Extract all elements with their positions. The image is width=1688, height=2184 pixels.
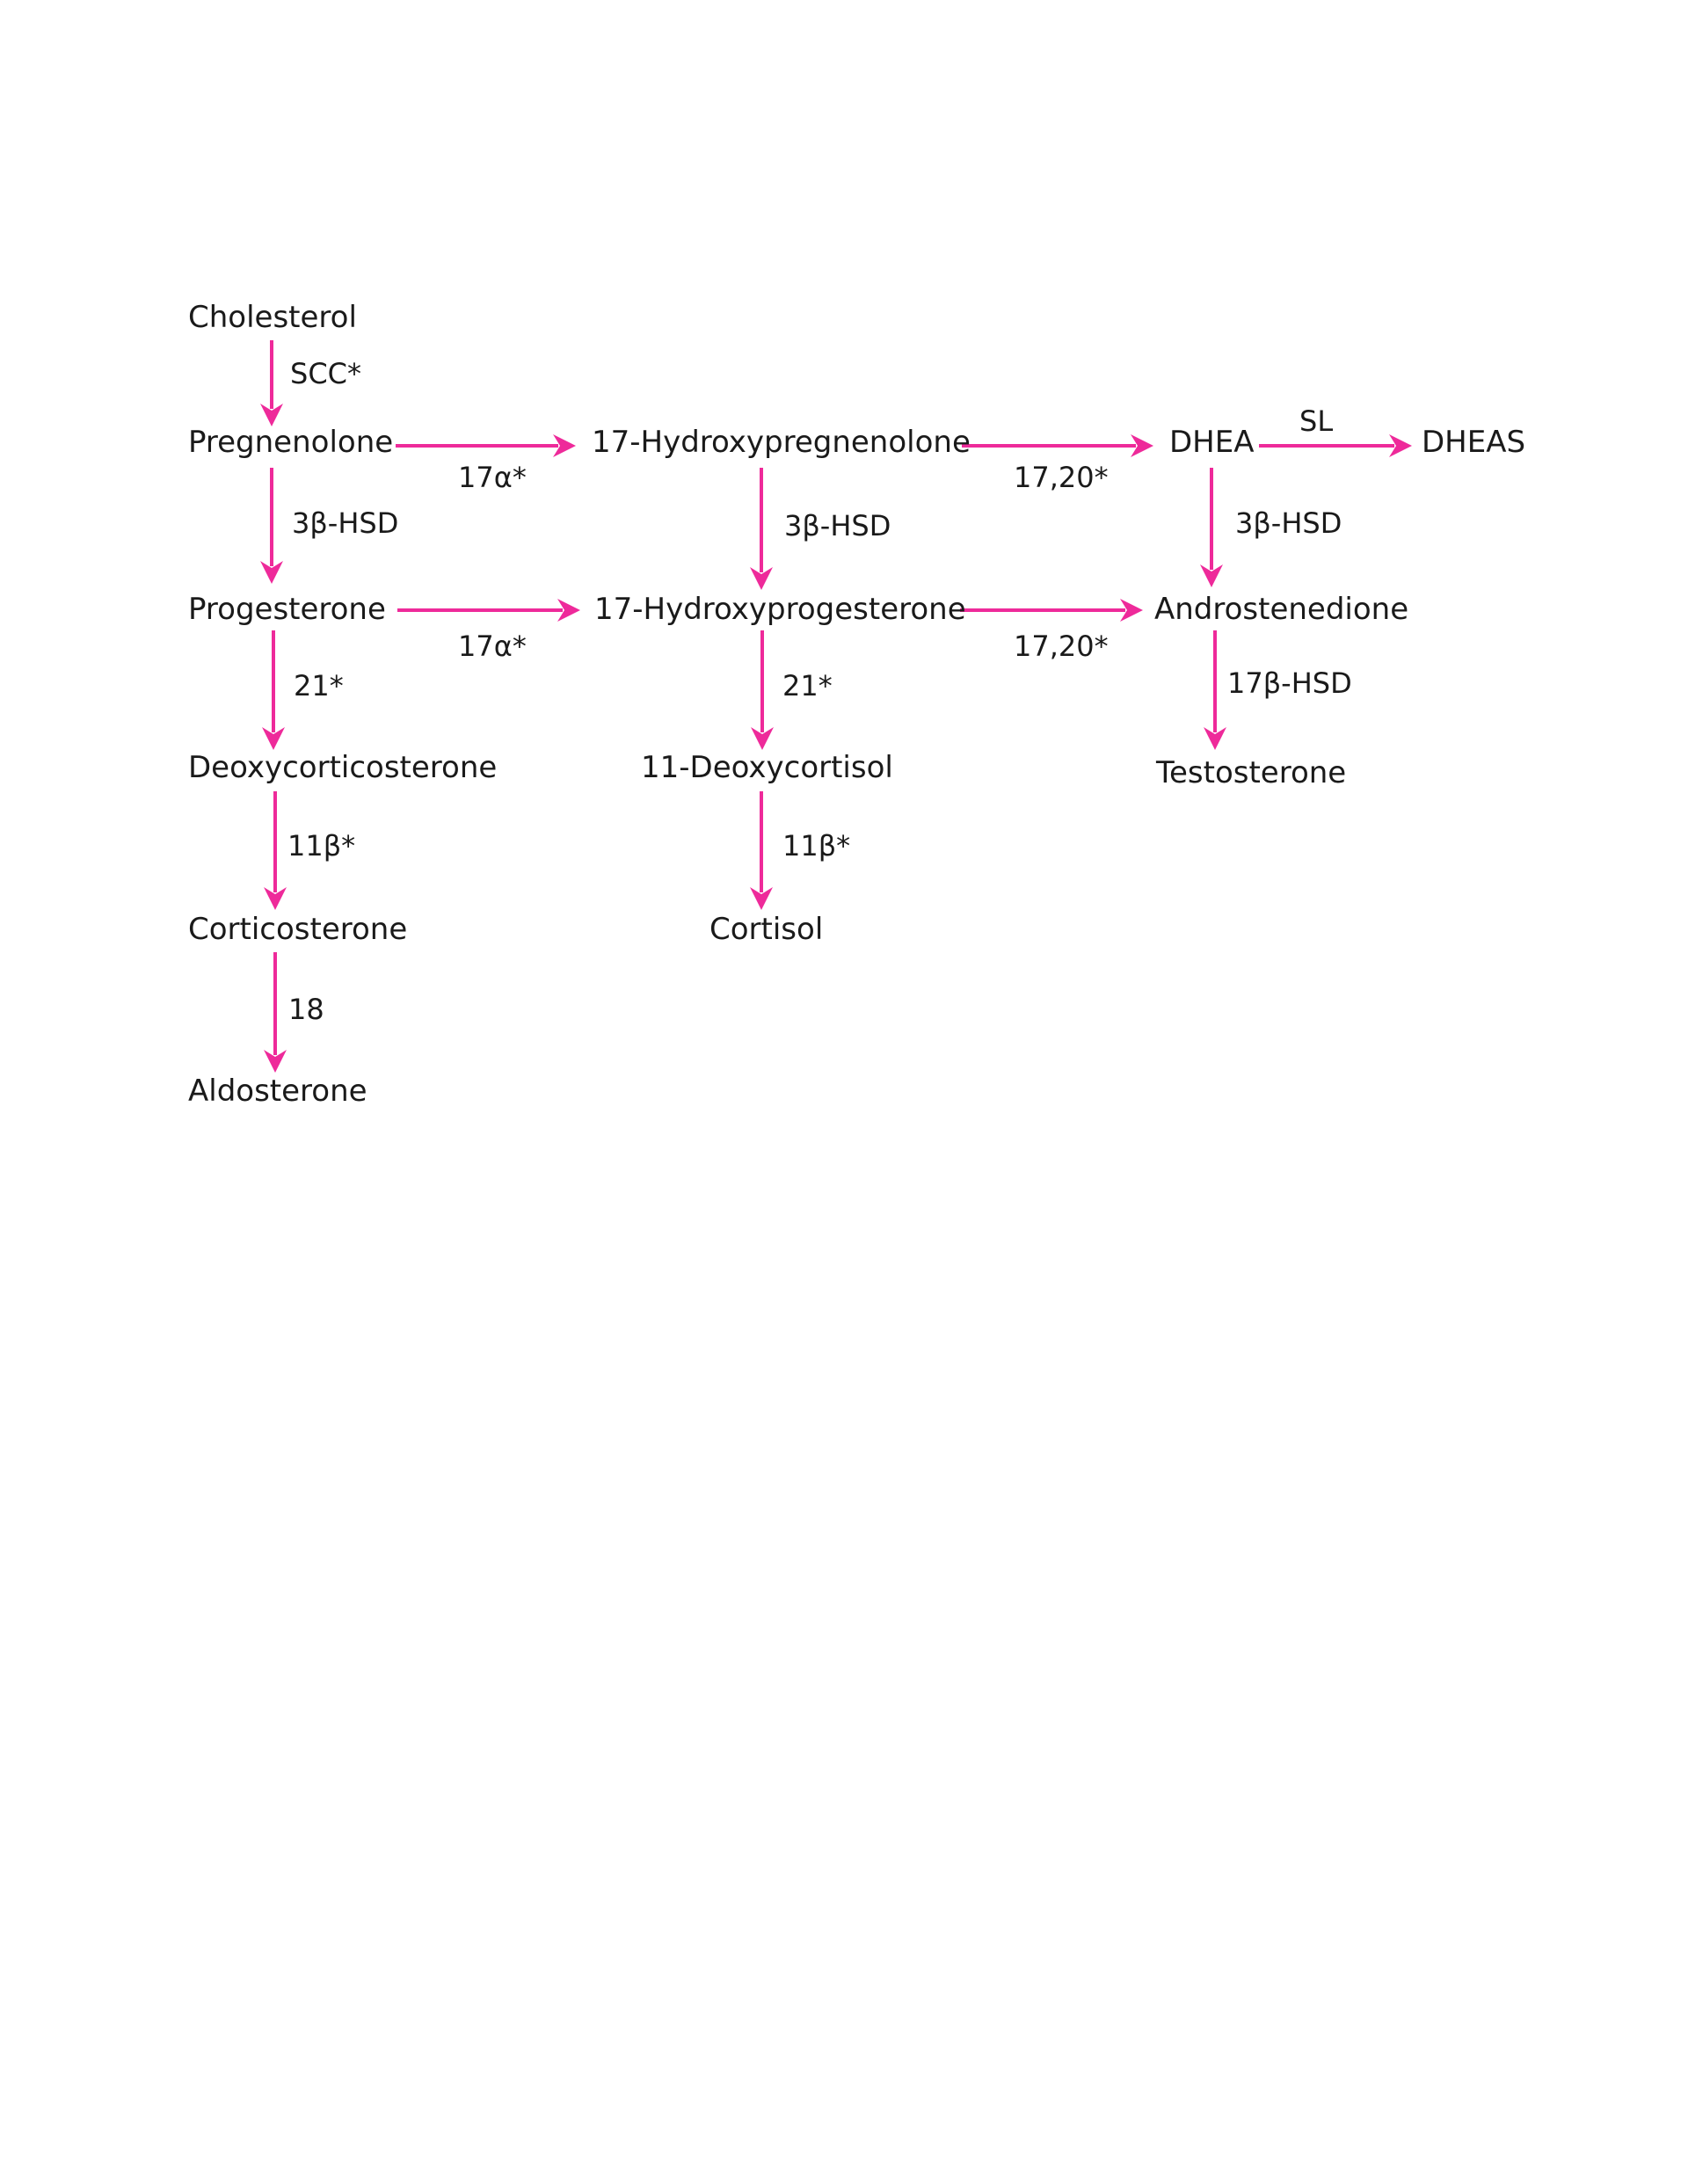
enzyme-label-11beta-left: 11β* (287, 829, 355, 863)
compound-androstenedione: Androstenedione (1154, 592, 1408, 627)
arrow-17-hydroxypregnenolone-to-dhea (962, 434, 1153, 457)
enzyme-label-11beta-middle: 11β* (782, 829, 850, 863)
arrow-dhea-to-androstenedione-head (1200, 564, 1223, 587)
enzyme-label-17-20-top: 17,20* (1014, 461, 1109, 494)
arrow-17-hydroxypregnenolone-to-17-hydroxyprogesterone-head (750, 567, 773, 590)
enzyme-label-17-20-bottom: 17,20* (1014, 630, 1109, 663)
arrow-cholesterol-to-pregnenolone-head (260, 404, 283, 426)
arrow-progesterone-to-17-hydroxyprogesterone (397, 599, 580, 622)
compound-cortisol: Cortisol (709, 912, 823, 947)
compound-corticosterone: Corticosterone (188, 912, 407, 947)
enzyme-label-3beta-hsd-right: 3β-HSD (1235, 506, 1342, 540)
enzyme-label-21-left: 21* (294, 669, 344, 703)
arrow-corticosterone-to-aldosterone-head (264, 1050, 287, 1073)
arrow-progesterone-to-deoxycorticosterone (262, 630, 285, 750)
compound-dheas: DHEAS (1422, 425, 1525, 460)
arrow-androstenedione-to-testosterone-head (1204, 727, 1226, 750)
enzyme-label-sl: SL (1299, 404, 1333, 438)
arrow-deoxycorticosterone-to-corticosterone-head (264, 887, 287, 910)
arrow-17-hydroxyprogesterone-to-11-deoxycortisol (751, 630, 774, 750)
arrow-progesterone-to-deoxycorticosterone-head (262, 727, 285, 750)
compound-cholesterol: Cholesterol (188, 300, 357, 335)
enzyme-label-18: 18 (288, 993, 324, 1026)
arrow-pregnenolone-to-progesterone-head (260, 561, 283, 584)
compound-11-deoxycortisol: 11-Deoxycortisol (641, 750, 893, 785)
arrow-17-hydroxyprogesterone-to-11-deoxycortisol-head (751, 727, 774, 750)
arrow-dhea-to-dheas-head (1389, 434, 1412, 457)
arrow-deoxycorticosterone-to-corticosterone (264, 791, 287, 910)
compound-pregnenolone: Pregnenolone (188, 425, 393, 460)
enzyme-label-17alpha-top: 17α* (458, 461, 527, 494)
enzyme-label-3beta-hsd-left: 3β-HSD (292, 506, 398, 540)
compound-17-hydroxyprogesterone: 17-Hydroxyprogesterone (594, 592, 966, 627)
enzyme-label-scc: SCC* (290, 357, 361, 390)
arrow-progesterone-to-17-hydroxyprogesterone-head (557, 599, 580, 622)
compound-17-hydroxypregnenolone: 17-Hydroxypregnenolone (592, 425, 971, 460)
arrow-11-deoxycortisol-to-cortisol (750, 791, 773, 910)
arrow-androstenedione-to-testosterone (1204, 630, 1226, 750)
compound-progesterone: Progesterone (188, 592, 386, 627)
arrow-pregnenolone-to-17-hydroxypregnenolone (396, 434, 576, 457)
arrow-17-hydroxypregnenolone-to-17-hydroxyprogesterone (750, 468, 773, 590)
enzyme-label-21-middle: 21* (782, 669, 833, 703)
arrow-dhea-to-dheas (1259, 434, 1412, 457)
arrow-pregnenolone-to-progesterone (260, 468, 283, 584)
arrow-17-hydroxyprogesterone-to-androstenedione-head (1120, 599, 1143, 622)
enzyme-label-17alpha-bottom: 17α* (458, 630, 527, 663)
compound-dhea: DHEA (1169, 425, 1255, 460)
arrow-corticosterone-to-aldosterone (264, 952, 287, 1073)
enzyme-label-3beta-hsd-middle: 3β-HSD (784, 509, 891, 542)
arrow-17-hydroxypregnenolone-to-dhea-head (1131, 434, 1153, 457)
arrow-pregnenolone-to-17-hydroxypregnenolone-head (553, 434, 576, 457)
pathway-arrows (260, 340, 1412, 1073)
enzyme-labels: SCC* 17α* 17,20* SL 3β-HSD 3β-HSD 3β-HSD… (287, 357, 1352, 1026)
arrow-17-hydroxyprogesterone-to-androstenedione (960, 599, 1143, 622)
compound-aldosterone: Aldosterone (188, 1074, 367, 1109)
compound-labels: Cholesterol Pregnenolone 17-Hydroxypregn… (188, 300, 1525, 1109)
arrow-dhea-to-androstenedione (1200, 468, 1223, 587)
arrow-cholesterol-to-pregnenolone (260, 340, 283, 426)
enzyme-label-17beta-hsd: 17β-HSD (1227, 666, 1352, 700)
compound-testosterone: Testosterone (1155, 755, 1346, 790)
arrow-11-deoxycortisol-to-cortisol-head (750, 887, 773, 910)
compound-deoxycorticosterone: Deoxycorticosterone (188, 750, 497, 785)
